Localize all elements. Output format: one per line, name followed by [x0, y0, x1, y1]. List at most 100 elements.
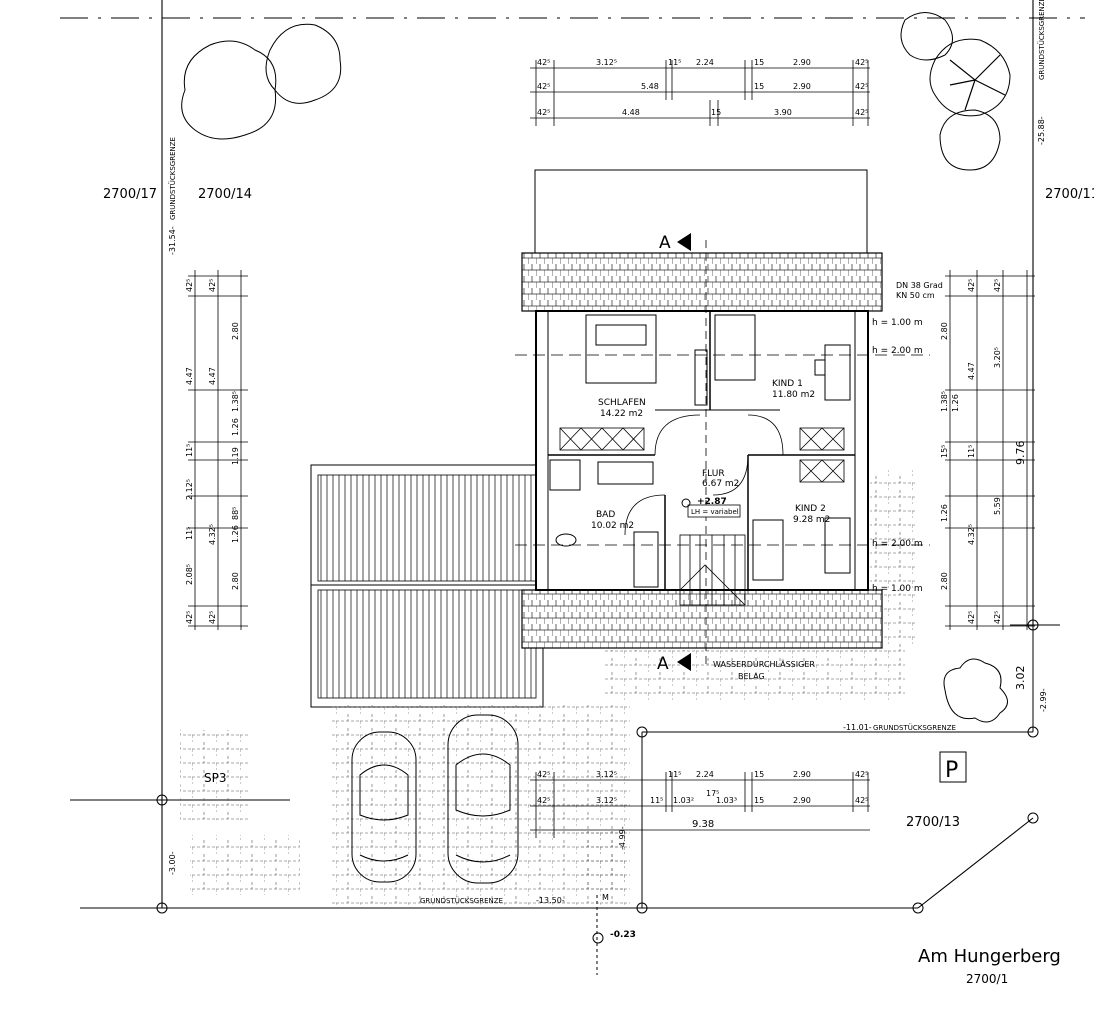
room-area-flur: 6.67 m2 [702, 479, 739, 489]
dim-left-2-3: 42⁵ [208, 611, 217, 624]
room-area-bad: 10.02 m2 [591, 521, 634, 531]
section-marker-top: A [659, 233, 671, 253]
boundary-markers [156, 619, 1039, 914]
dim-left-3-3: 1.19 [231, 447, 240, 465]
dim-bot-2-4: 17⁵ [706, 789, 719, 798]
boundary-label-mid: GRUNDSTÜCKSGRENZE [873, 723, 956, 732]
dim-right-2-4: 42⁵ [967, 611, 976, 624]
height-1m-bottom: h = 1.00 m [872, 584, 923, 594]
dim-bot-2-6: 15 [754, 796, 764, 805]
height-2m-top: h = 2.00 m [872, 346, 923, 356]
dim-left-3-6: 2.80 [231, 572, 240, 590]
dim-top-1-3: 2.24 [696, 58, 714, 67]
dim-right-1-3: 15⁵ [940, 445, 949, 458]
dim-bot-2-2: 11⁵ [650, 796, 663, 805]
dim-left-3-1: 1.38⁵ [231, 391, 240, 412]
boundary-length-mid: -11.01- [843, 723, 872, 732]
ceiling-height: LH = variabel [691, 508, 739, 516]
dim-right-1-4: 1.26 [940, 504, 949, 522]
dim-left-1-6: 42⁵ [185, 611, 194, 624]
dim-left-1-3: 2.12⁵ [185, 479, 194, 500]
dim-bot-1-2: 11⁵ [668, 770, 681, 779]
dim-bot-2-5: 1.03³ [716, 796, 737, 805]
boundary-length-left-short: -3.00- [168, 851, 177, 875]
parking-space-label: SP3 [204, 771, 227, 785]
dim-right-2-2: 11⁵ [967, 445, 976, 458]
height-2m-bottom: h = 2.00 m [872, 539, 923, 549]
dim-right-1-1: 1.38⁵ [940, 391, 949, 412]
room-name-kind2: KIND 2 [795, 504, 826, 514]
dim-top-3-4: 42⁵ [855, 108, 868, 117]
dim-bot-2-8: 42⁵ [855, 796, 868, 805]
dim-top-1-2: 11⁵ [668, 58, 681, 67]
dim-top-2-0: 42⁵ [537, 82, 550, 91]
dim-left-3-4: 88⁵ [231, 507, 240, 520]
boundary-label-left: GRUNDSTÜCKSGRENZE [168, 137, 177, 220]
dim-left-2-2: 4.32⁵ [208, 524, 217, 545]
ground-level: -0.23 [610, 930, 636, 940]
dimension-labels: 42⁵ 3.12⁵ 11⁵ 2.24 15 2.90 42⁵ 42⁵ 5.48 … [185, 58, 1027, 830]
dim-top-2-2: 15 [754, 82, 764, 91]
dim-left-1-4: 11⁵ [185, 527, 194, 540]
dim-left-2-1: 4.47 [208, 367, 217, 385]
room-name-bad: BAD [596, 510, 615, 520]
carport [310, 464, 544, 708]
dim-top-2-4: 42⁵ [855, 82, 868, 91]
dimension-lines [188, 60, 1035, 838]
boundary-length-small: -4.99- [618, 826, 627, 850]
dim-top-1-1: 3.12⁵ [596, 58, 617, 67]
roof-overhang: KN 50 cm [896, 291, 935, 300]
dim-bot-1-3: 2.24 [696, 770, 714, 779]
dim-right-2-1: 4.47 [967, 362, 976, 380]
roof-pitch: DN 38 Grad [896, 281, 943, 290]
parcel-labels: 2700/17 2700/14 2700/11 2700/13 Am Hunge… [103, 187, 1094, 986]
dim-right-3-3: 42⁵ [993, 611, 1002, 624]
dim-bot-2-1: 3.12⁵ [596, 796, 617, 805]
parcel-2700-17: 2700/17 [103, 187, 157, 202]
dim-bot-total: 9.38 [692, 819, 714, 830]
dim-top-1-4: 15 [754, 58, 764, 67]
dim-left-1-5: 2.08⁵ [185, 564, 194, 585]
dim-top-3-1: 4.48 [622, 108, 640, 117]
floor-level: +2.87 [697, 497, 727, 507]
dim-bot-1-1: 3.12⁵ [596, 770, 617, 779]
dim-top-1-0: 42⁵ [537, 58, 550, 67]
surface-note-1: WASSERDURCHLÄSSIGER [713, 659, 815, 669]
dim-bot-1-5: 2.90 [793, 770, 811, 779]
dim-right-1-5: 2.80 [940, 572, 949, 590]
dim-site-right: 3.02 [1014, 666, 1027, 691]
street-name: Am Hungerberg [918, 946, 1061, 967]
dim-right-1-0: 2.80 [940, 322, 949, 340]
house [515, 169, 930, 671]
section-marker-bottom: A [657, 654, 669, 674]
dim-left-2-0: 42⁵ [208, 279, 217, 292]
dim-left-1-0: 42⁵ [185, 279, 194, 292]
room-name-flur: FLUR [702, 469, 725, 479]
dim-top-3-0: 42⁵ [537, 108, 550, 117]
dim-bot-2-0: 42⁵ [537, 796, 550, 805]
dim-right-3-1: 3.20⁵ [993, 347, 1002, 368]
boundary-label-right: GRUNDSTÜCKSGRENZE [1037, 0, 1046, 80]
dim-bot-1-4: 15 [754, 770, 764, 779]
dim-left-3-5: 1.26 [231, 525, 240, 543]
parcel-2700-11: 2700/11 [1045, 187, 1094, 202]
surface-note-2: BELAG [738, 672, 765, 681]
room-labels: SCHLAFEN 14.22 m2 KIND 1 11.80 m2 FLUR 6… [591, 379, 830, 531]
boundary-length-right-short: -2.99- [1039, 688, 1048, 712]
dim-top-1-6: 42⁵ [855, 58, 868, 67]
dim-bot-2-3: 1.03² [673, 796, 694, 805]
dim-right-1-2: 1.26 [951, 394, 960, 412]
dim-right-2-3: 4.32⁵ [967, 524, 976, 545]
property-boundaries [60, 0, 1085, 975]
room-name-kind1: KIND 1 [772, 379, 803, 389]
height-1m-top: h = 1.00 m [872, 318, 923, 328]
dim-left-1-2: 11⁵ [185, 444, 194, 457]
dim-right-3-0: 42⁵ [993, 279, 1002, 292]
boundary-length-left: -31.54- [168, 226, 177, 255]
dim-top-1-5: 2.90 [793, 58, 811, 67]
tree-icons [181, 12, 1011, 723]
room-area-schlafen: 14.22 m2 [600, 409, 643, 419]
north-marker: M [602, 893, 609, 902]
dim-left-3-2: 1.26 [231, 418, 240, 436]
boundary-length-bottom: -13.50- [536, 896, 565, 905]
